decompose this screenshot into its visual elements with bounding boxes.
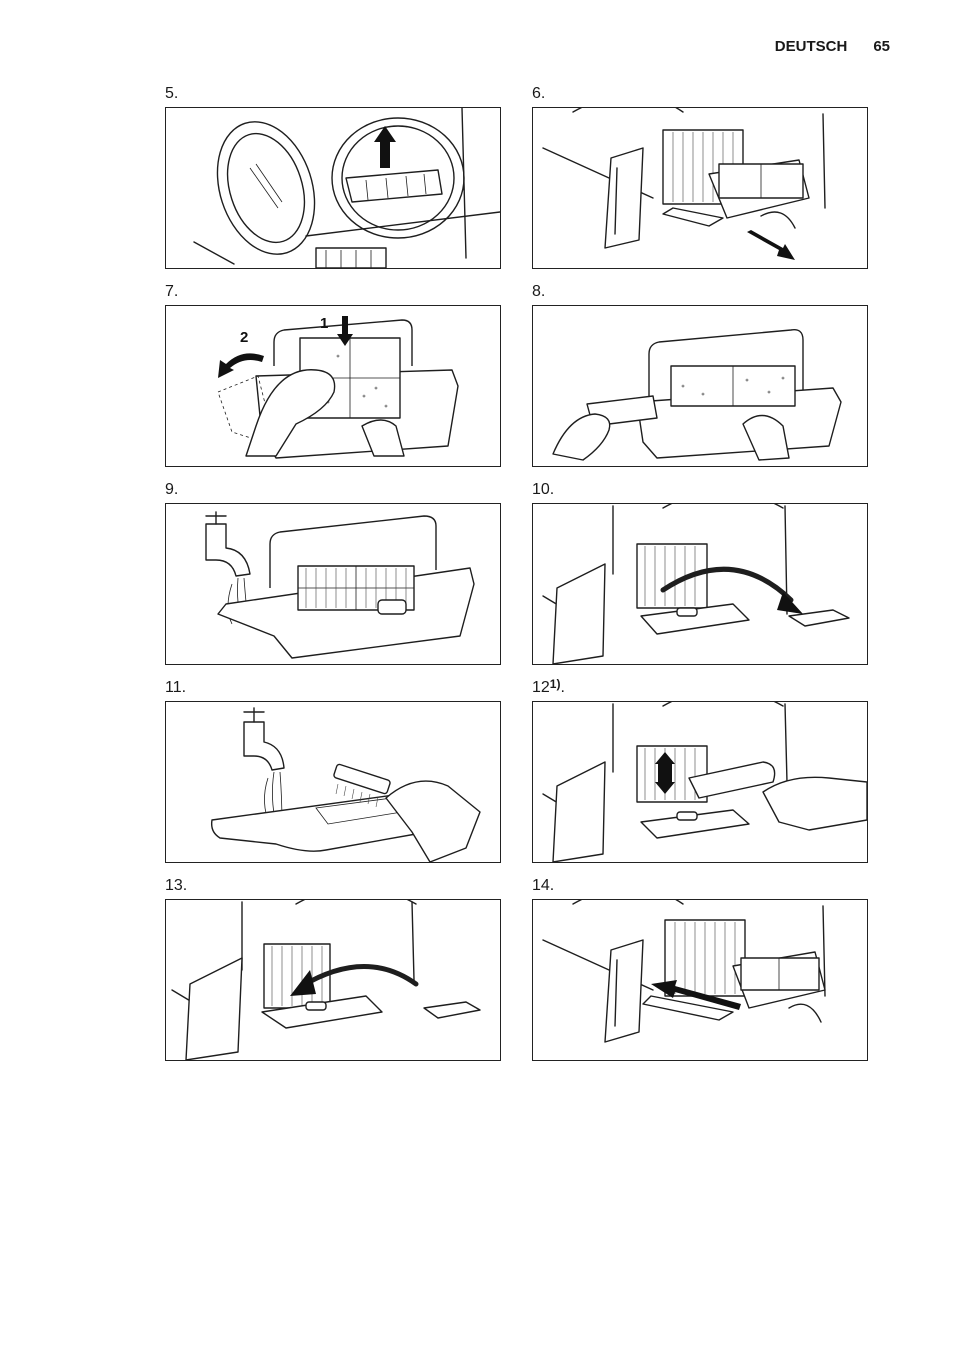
step-label: 7. [165, 282, 501, 302]
step-label: 14. [532, 876, 868, 896]
step-label: 8. [532, 282, 868, 302]
page-number: 65 [873, 38, 890, 55]
illustration-rinse-filter [165, 503, 501, 665]
step-number: 12 [532, 679, 550, 696]
illustration-clean-tray-with-brush [165, 701, 501, 863]
step-suffix: . [560, 679, 564, 696]
step-6: 6. [532, 84, 868, 269]
illustration-open-filter-compartment [532, 305, 868, 467]
step-7: 7. 1 2 [165, 282, 501, 467]
step-11: 11. [165, 678, 501, 863]
step-label: 5. [165, 84, 501, 104]
step-5: 5. [165, 84, 501, 269]
step-12: 121). [532, 678, 868, 863]
illustration-reinsert-filter-tray [165, 899, 501, 1061]
page-header: DEUTSCH 65 [775, 38, 890, 55]
illustration-open-door-remove-filter [165, 107, 501, 269]
step-14: 14. [532, 876, 868, 1061]
step-10: 10. [532, 480, 868, 665]
step-9: 9. [165, 480, 501, 665]
illustration-vacuum-filter-compartment [532, 701, 868, 863]
step-label: 10. [532, 480, 868, 500]
step-label: 9. [165, 480, 501, 500]
step-13: 13. [165, 876, 501, 1061]
illustration-remove-filter-tray [532, 503, 868, 665]
illustration-reinsert-condenser [532, 899, 868, 1061]
step-label: 11. [165, 678, 501, 698]
language-label: DEUTSCH [775, 38, 848, 55]
step-label: 121). [532, 678, 868, 698]
callout-1: 1 [320, 315, 328, 332]
callout-2: 2 [240, 329, 248, 346]
step-label: 6. [532, 84, 868, 104]
footnote-marker: 1) [550, 677, 561, 691]
illustration-pull-out-condenser [532, 107, 868, 269]
illustration-unlock-filter: 1 2 [165, 305, 501, 467]
step-label: 13. [165, 876, 501, 896]
step-8: 8. [532, 282, 868, 467]
